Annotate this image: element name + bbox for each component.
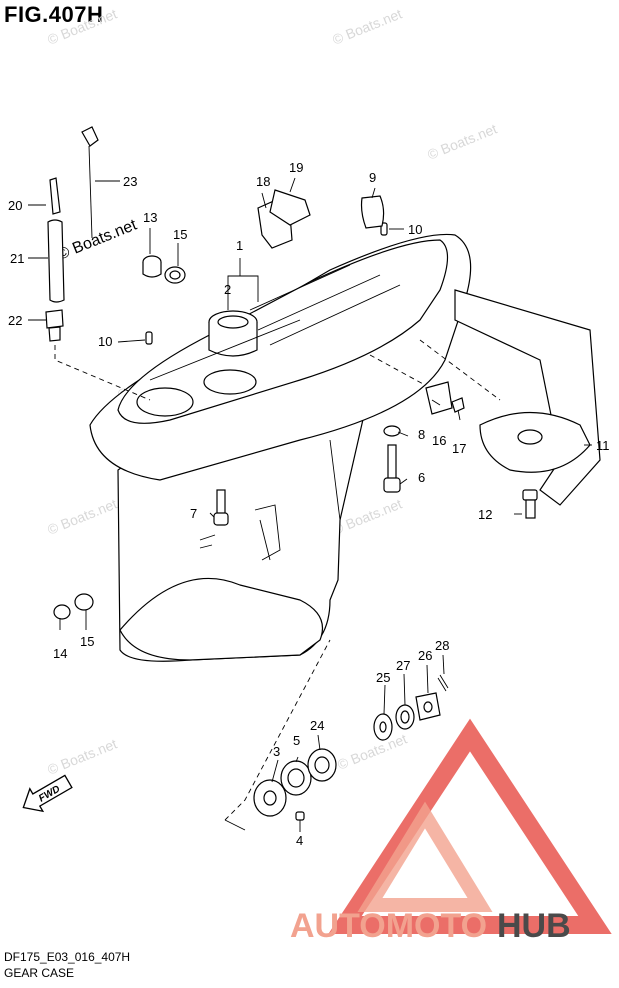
watermark-7: © Boats.net [45,735,119,777]
callout-9: 9 [369,170,376,185]
watermark-8: © Boats.net [335,730,409,772]
callout-labels: 1 2 3 4 5 6 7 8 9 10 10 10 11 12 13 14 1… [8,160,610,848]
callout-14: 14 [53,646,67,661]
automotohub-logo-text: AUTOMOTO HUB [290,907,571,945]
callout-19: 19 [289,160,303,175]
leader-lines [28,177,592,832]
fwd-label: FWD [37,784,62,805]
callout-7: 7 [190,506,197,521]
callout-28: 28 [435,638,449,653]
fwd-arrow: FWD [22,774,73,813]
callout-21: 21 [10,251,24,266]
callout-6: 6 [418,470,425,485]
callout-20: 20 [8,198,22,213]
callout-25: 25 [376,670,390,685]
callout-10-a: 10 [98,334,112,349]
watermark-3: © Boats.net [55,216,140,263]
callout-12: 12 [478,507,492,522]
logo-text-hub: HUB [497,907,571,945]
logo-text-automoto: AUTOMOTO [290,907,487,945]
callout-4: 4 [296,833,303,848]
watermark-5: © Boats.net [45,495,119,537]
callout-26: 26 [418,648,432,663]
callout-27: 27 [396,658,410,673]
callout-10-b: 10 [408,222,422,237]
callout-13: 13 [143,210,157,225]
callout-16: 16 [432,433,446,448]
parts [45,126,591,821]
figure-title: FIG.407H [4,2,104,27]
callout-5: 5 [293,733,300,748]
callout-23: 23 [123,174,137,189]
callout-1: 1 [236,238,243,253]
callout-15-a: 15 [173,227,187,242]
figure-code: DF175_E03_016_407H [4,950,131,964]
callout-18: 18 [256,174,270,189]
callout-3: 3 [273,744,280,759]
callout-8: 8 [418,427,425,442]
figure-name: GEAR CASE [4,966,75,980]
callout-24: 24 [310,718,324,733]
automotohub-logo-mark [328,718,612,934]
callout-15-b: 15 [80,634,94,649]
watermark-10: © Boats.net [425,120,499,162]
callout-22: 22 [8,313,22,328]
watermark-2: © Boats.net [330,5,404,47]
callout-17: 17 [452,441,466,456]
watermark-1: © Boats.net [45,5,119,47]
gear-case-housing [89,233,601,662]
callout-11: 11 [596,438,610,453]
callout-2: 2 [224,282,231,297]
